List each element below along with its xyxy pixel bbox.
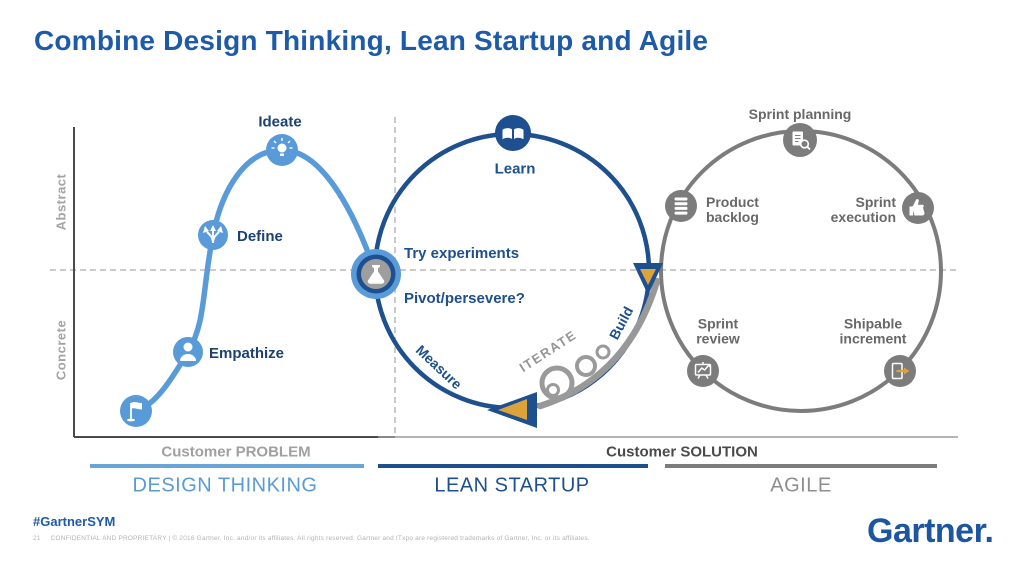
hashtag-label: #GartnerSYM xyxy=(33,514,116,529)
open-book-icon xyxy=(502,128,524,140)
flask-icon xyxy=(367,265,385,284)
learn-label: Learn xyxy=(494,160,536,178)
agile-section-label: AGILE xyxy=(770,474,832,497)
measure-arrow xyxy=(487,392,537,428)
shipable-increment-node xyxy=(884,355,916,387)
spiral-ring-medium xyxy=(575,355,597,377)
product-backlog-node xyxy=(665,190,697,222)
spiral-ring-small xyxy=(595,344,611,360)
build-arrow xyxy=(633,263,663,295)
sprint-execution-node xyxy=(902,192,934,224)
design-thinking-bar xyxy=(90,464,364,468)
empathize-node-circle xyxy=(173,337,203,367)
lean-startup-bar xyxy=(378,464,648,468)
measure-arrow-gold xyxy=(498,399,527,420)
product-backlog-label: Product backlog xyxy=(706,194,759,225)
lightbulb-icon xyxy=(271,138,293,156)
spiral-ring-large xyxy=(539,365,575,401)
design-thinking-section-label: DESIGN THINKING xyxy=(132,474,318,497)
learn-node xyxy=(495,115,531,151)
sprint-planning-label: Sprint planning xyxy=(748,106,852,122)
export-door-icon xyxy=(891,362,910,380)
define-label: Define xyxy=(237,228,283,245)
doc-magnifier-icon xyxy=(792,131,811,151)
iterate-spiral-rings xyxy=(539,344,611,401)
build-arrow-gold xyxy=(640,269,656,285)
start-node-circle xyxy=(120,395,152,427)
customer-problem-label: Customer PROBLEM xyxy=(161,443,311,461)
axes xyxy=(73,127,395,438)
y-axis-label-abstract: Abstract xyxy=(53,173,69,231)
sprint-planning-node xyxy=(783,123,817,157)
customer-solution-label: Customer SOLUTION xyxy=(606,443,758,461)
backlog-list-icon xyxy=(674,197,688,215)
product-backlog-circle xyxy=(665,190,697,222)
flag-icon xyxy=(127,401,142,422)
person-icon xyxy=(180,342,196,361)
learn-node-circle xyxy=(495,115,531,151)
empathize-node xyxy=(173,337,203,367)
empathize-label: Empathize xyxy=(209,345,285,362)
legal-text: CONFIDENTIAL AND PROPRIETARY | © 2016 Ga… xyxy=(50,535,590,542)
ideate-node xyxy=(266,134,298,166)
page-number: 21 xyxy=(33,535,41,542)
gartner-logo: Gartner. xyxy=(867,512,994,550)
define-node xyxy=(198,220,228,250)
sprint-execution-label: Sprint execution xyxy=(830,194,896,225)
sprint-review-label: Sprint review xyxy=(696,315,740,346)
design-thinking-curve xyxy=(133,147,379,414)
agile-bar xyxy=(665,464,937,468)
sprint-review-circle xyxy=(687,355,719,387)
sprint-review-node xyxy=(687,355,719,387)
ideate-label: Ideate xyxy=(258,113,302,131)
spiral-ring-inner xyxy=(546,383,560,397)
shipable-increment-label: Shipable increment xyxy=(839,315,907,346)
try-experiments-label: Try experiments xyxy=(404,245,520,262)
lean-startup-section-label: LEAN STARTUP xyxy=(434,474,590,497)
pivot-persevere-label: Pivot/persevere? xyxy=(404,290,525,307)
y-axis-label-concrete: Concrete xyxy=(53,319,69,381)
presentation-chart-icon xyxy=(694,362,712,379)
slide-title: Combine Design Thinking, Lean Startup an… xyxy=(34,25,709,56)
experiment-node xyxy=(351,249,401,299)
thumbs-up-icon xyxy=(909,199,925,216)
footer-legal: 21 CONFIDENTIAL AND PROPRIETARY | © 2016 … xyxy=(33,535,590,542)
start-node xyxy=(120,395,152,427)
branch-arrows-icon xyxy=(203,225,223,244)
